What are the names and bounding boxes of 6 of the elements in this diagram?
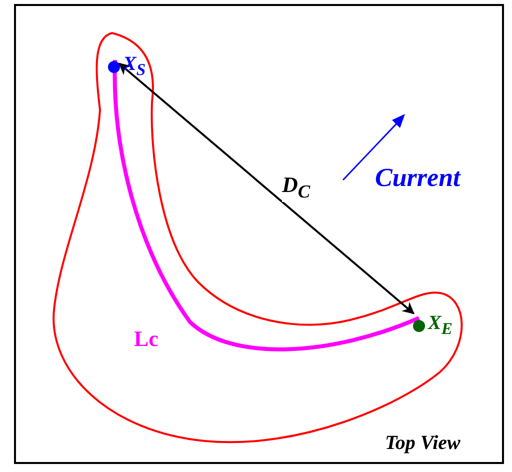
double-arrow bbox=[118, 62, 415, 314]
view-caption: Top View bbox=[385, 432, 460, 455]
curve-line bbox=[112, 60, 420, 352]
current-label: Current bbox=[375, 163, 460, 193]
point-label: X$_{E}$ bbox=[428, 312, 452, 339]
point-label: X$_{S}$ bbox=[123, 53, 146, 80]
